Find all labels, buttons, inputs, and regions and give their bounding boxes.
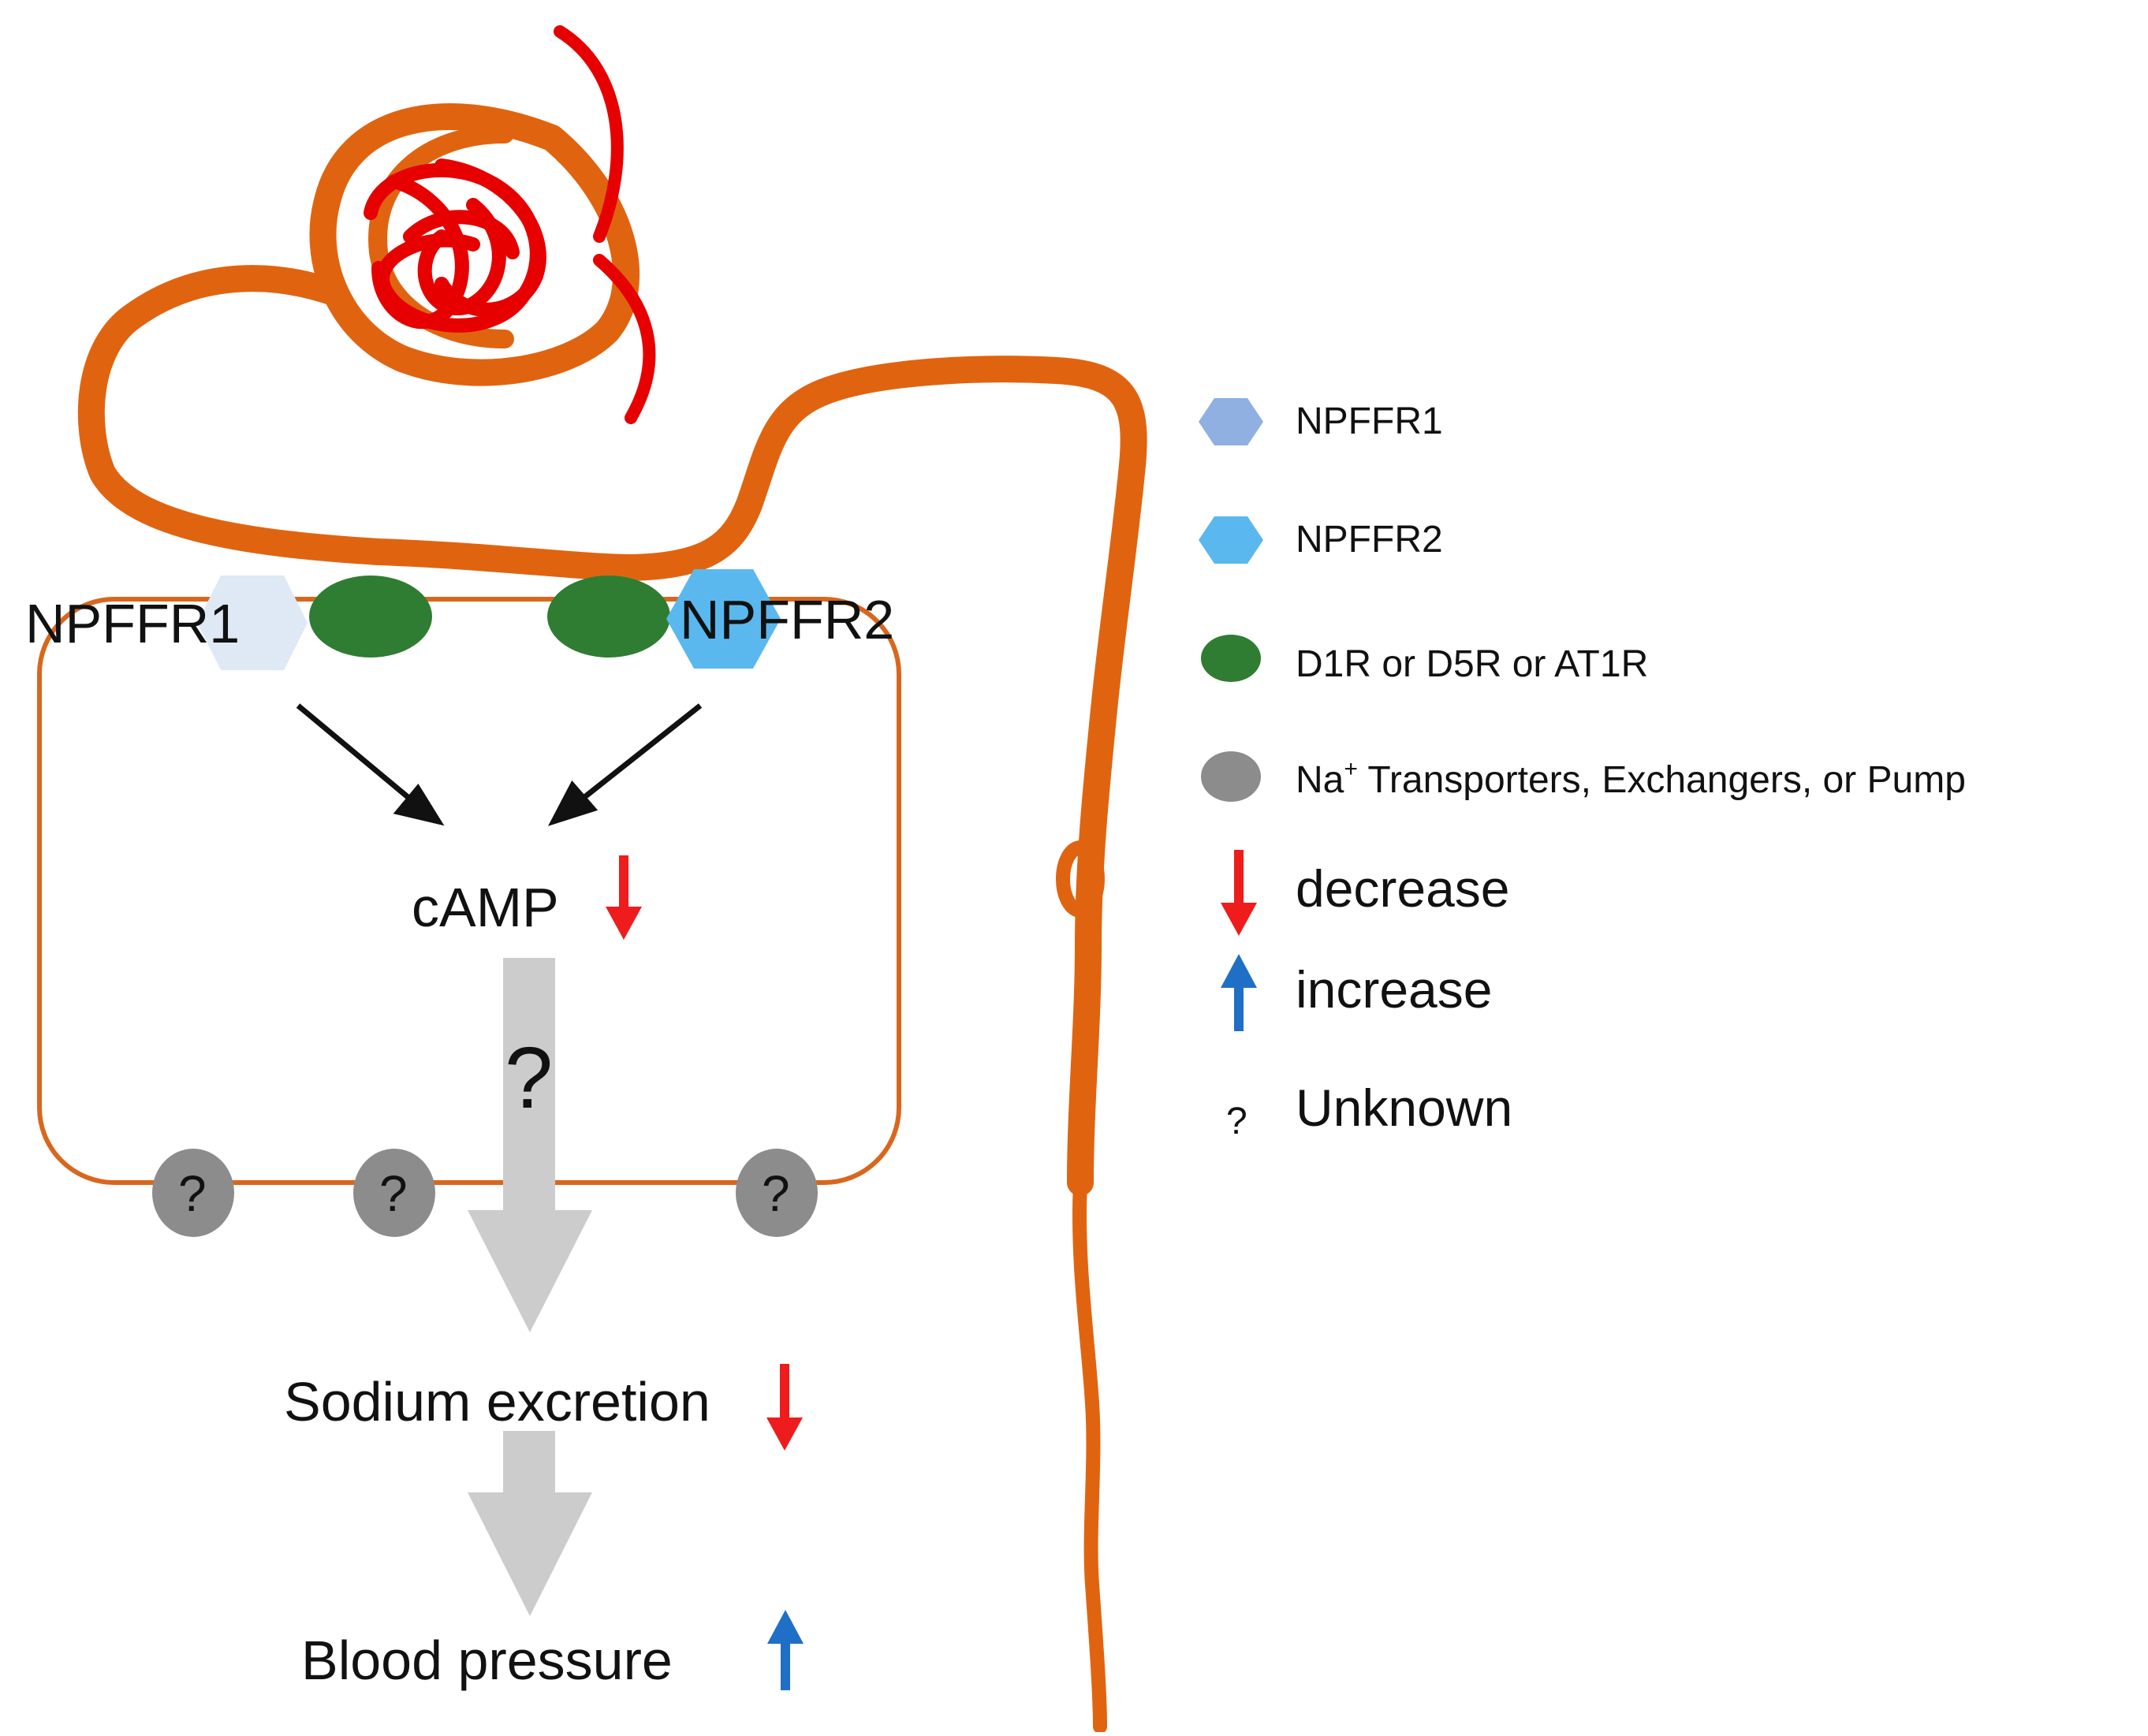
legend-npffr1-icon bbox=[1199, 398, 1263, 445]
camp-decrease-arrow bbox=[606, 855, 642, 940]
legend-npffr2-label: NPFFR2 bbox=[1296, 519, 1443, 561]
legend-decrease-label: decrease bbox=[1296, 859, 1510, 918]
na-transporters: ? ? ? bbox=[152, 1149, 818, 1237]
unknown-mechanism-mark: ? bbox=[505, 1030, 553, 1127]
npffr1-label: NPFFR1 bbox=[25, 593, 240, 654]
arrow-npffr2-to-camp bbox=[573, 703, 703, 807]
legend-unknown-icon: ? bbox=[1226, 1101, 1247, 1142]
capillary-tuft-e bbox=[403, 210, 520, 259]
transporter-2 bbox=[353, 1149, 435, 1237]
receptor-d1r-d5r-at1r-right bbox=[547, 576, 670, 658]
tubule-knot bbox=[1056, 840, 1105, 918]
legend-npffr2-icon bbox=[1199, 516, 1263, 564]
legend-transporter-sup: + bbox=[1344, 756, 1358, 782]
npffr2-label: NPFFR2 bbox=[680, 589, 894, 650]
arrow-head-npffr1 bbox=[393, 784, 445, 826]
efferent-arteriole bbox=[593, 254, 656, 424]
descending-limb bbox=[1072, 1175, 1107, 1734]
blood-pressure-increase-arrow bbox=[767, 1610, 804, 1690]
legend-transporter-prefix: Na bbox=[1296, 759, 1344, 801]
legend-transporter-icon bbox=[1201, 751, 1261, 802]
blood-pressure-label: Blood pressure bbox=[301, 1630, 673, 1691]
transporter-2-mark: ? bbox=[379, 1165, 408, 1222]
sodium-excretion-label: Sodium excretion bbox=[284, 1371, 710, 1432]
legend-npffr1-label: NPFFR1 bbox=[1296, 400, 1443, 442]
transporter-3-mark: ? bbox=[762, 1165, 790, 1222]
npffr2-hexagon bbox=[666, 569, 781, 669]
npffr1-hexagon bbox=[197, 576, 308, 670]
transporter-1 bbox=[152, 1149, 234, 1237]
arrow-npffr1-to-camp bbox=[296, 703, 419, 807]
legend-transporter-rest: Transporters, Exchangers, or Pump bbox=[1358, 759, 1966, 801]
legend-transporter-label: Na+ Transporters, Exchangers, or Pump bbox=[1296, 756, 1966, 801]
sodium-decrease-arrow bbox=[766, 1364, 803, 1451]
glomerulus bbox=[364, 25, 656, 424]
signaling-arrows bbox=[296, 703, 703, 826]
legend-unknown-label: Unknown bbox=[1296, 1078, 1512, 1137]
tubular-cell bbox=[37, 597, 901, 1185]
legend: NPFFR1 NPFFR2 D1R or D5R or AT1R Na+ Tra… bbox=[1199, 398, 1966, 1142]
legend-receptor-icon bbox=[1201, 635, 1261, 682]
legend-receptor-label: D1R or D5R or AT1R bbox=[1296, 643, 1648, 685]
nephron-tubule bbox=[77, 103, 1147, 1734]
legend-decrease-icon bbox=[1221, 850, 1257, 936]
afferent-arteriole bbox=[554, 25, 624, 243]
camp-label: cAMP bbox=[412, 877, 559, 938]
receptor-d1r-d5r-at1r-left bbox=[309, 576, 432, 658]
legend-increase-label: increase bbox=[1296, 960, 1492, 1019]
arrow-head-npffr2 bbox=[547, 780, 599, 826]
process-arrow-1 bbox=[468, 958, 592, 1332]
bowman-capsule bbox=[309, 103, 640, 386]
proximal-tubule bbox=[77, 265, 1147, 1196]
transporter-3 bbox=[736, 1149, 818, 1237]
capillary-tuft-d bbox=[417, 198, 506, 315]
transporter-1-mark: ? bbox=[178, 1165, 207, 1222]
legend-increase-icon bbox=[1221, 954, 1257, 1031]
process-arrow-2 bbox=[468, 1431, 592, 1616]
